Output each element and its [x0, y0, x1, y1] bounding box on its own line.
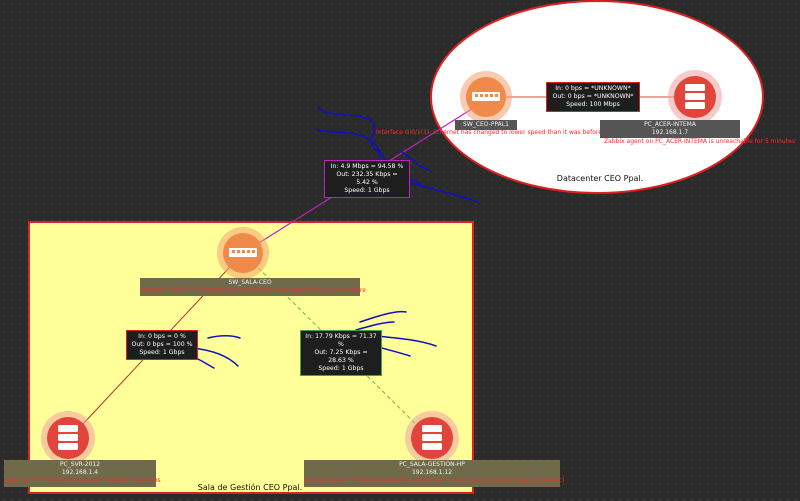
- link-info-svr[interactable]: In: 0 bps = 0 % Out: 0 bps = 100 % Speed…: [126, 330, 198, 360]
- problem-message: Interface Gi0/1(1): Ethernet has changed…: [376, 129, 602, 136]
- node-name: PC_SALA-GESTION-HP: [399, 461, 465, 468]
- server-icon: [422, 425, 442, 450]
- node-ip: 192.168.1.4: [61, 469, 99, 476]
- server-icon: [685, 84, 705, 109]
- link-info-uplink[interactable]: In: 4.9 Mbps = 94.58 % Out: 232.35 Kbps …: [324, 160, 410, 198]
- node-label-pc-acer-intema: PC_ACER-INTEMA 192.168.1.7: [600, 120, 740, 138]
- node-pc-acer-intema[interactable]: [668, 70, 722, 124]
- link-speed: Speed: 1 Gbps: [139, 349, 185, 356]
- link-out: Out: 0 bps = 100 %: [131, 341, 193, 348]
- link-in: In: 4.9 Mbps = 94.58 %: [330, 163, 404, 170]
- node-label-sw-ceo-ppal1: SW_CEO-PPAL1: [455, 120, 517, 130]
- node-name: PC_ACER-INTEMA: [644, 121, 696, 128]
- link-speed: Speed: 100 Mbps: [566, 101, 620, 108]
- node-name: SW_SALA-CEO: [228, 279, 272, 286]
- link-out: Out: 232.35 Kbps = 5.42 %: [336, 171, 398, 186]
- link-in: In: 0 bps = 0 %: [138, 333, 186, 340]
- link-speed: Speed: 1 Gbps: [318, 365, 364, 372]
- zone-title-sala: Sala de Gestión CEO Ppal.: [197, 483, 303, 492]
- node-label-pc-svr-2012: PC_SVR-2012 192.168.1.4 agent on PC_SVR-…: [4, 460, 161, 487]
- problem-message: Zabbix agent on PC_ACER-INTEMA is unreac…: [604, 138, 795, 145]
- node-label-pc-sala-gestion-hp: PC_SALA-GESTION-HP 192.168.1.12 Service …: [304, 460, 565, 487]
- node-pc-sala-gestion-hp[interactable]: [405, 411, 459, 465]
- node-ip: 192.168.1.12: [411, 469, 453, 476]
- node-name: PC_SVR-2012: [59, 461, 101, 468]
- link-in: In: 0 bps = *UNKNOWN*: [555, 85, 631, 92]
- link-speed: Speed: 1 Gbps: [344, 187, 390, 194]
- node-pc-svr-2012[interactable]: [41, 411, 95, 465]
- problem-message: Service "gpsvc" (Cliente de directiva de…: [304, 477, 565, 484]
- switch-icon: [229, 248, 257, 257]
- link-in: In: 17.79 Kbps = 71.37 %: [305, 333, 377, 348]
- node-ip: 192.168.1.7: [651, 129, 689, 136]
- zone-title-datacenter: Datacenter CEO Ppal.: [556, 174, 644, 183]
- problem-message: Interface Gi0/1(1): Ethernet has changed…: [140, 287, 366, 294]
- node-sw-sala-ceo[interactable]: [217, 227, 269, 279]
- node-name: SW_CEO-PPAL1: [463, 121, 509, 128]
- server-icon: [58, 425, 78, 450]
- switch-icon: [472, 92, 500, 101]
- link-out: Out: 0 bps = *UNKNOWN*: [552, 93, 634, 100]
- problem-message: agent on PC_SVR-2012 is unreachable for …: [4, 477, 161, 484]
- link-info-dc[interactable]: In: 0 bps = *UNKNOWN* Out: 0 bps = *UNKN…: [546, 82, 640, 112]
- node-sw-ceo-ppal1[interactable]: [460, 71, 512, 123]
- link-info-hp[interactable]: In: 17.79 Kbps = 71.37 % Out: 7.25 Kbps …: [300, 330, 382, 376]
- link-out: Out: 7.25 Kbps = 28.63 %: [314, 349, 368, 364]
- node-label-sw-sala-ceo: SW_SALA-CEO Interface Gi0/1(1): Ethernet…: [140, 278, 366, 296]
